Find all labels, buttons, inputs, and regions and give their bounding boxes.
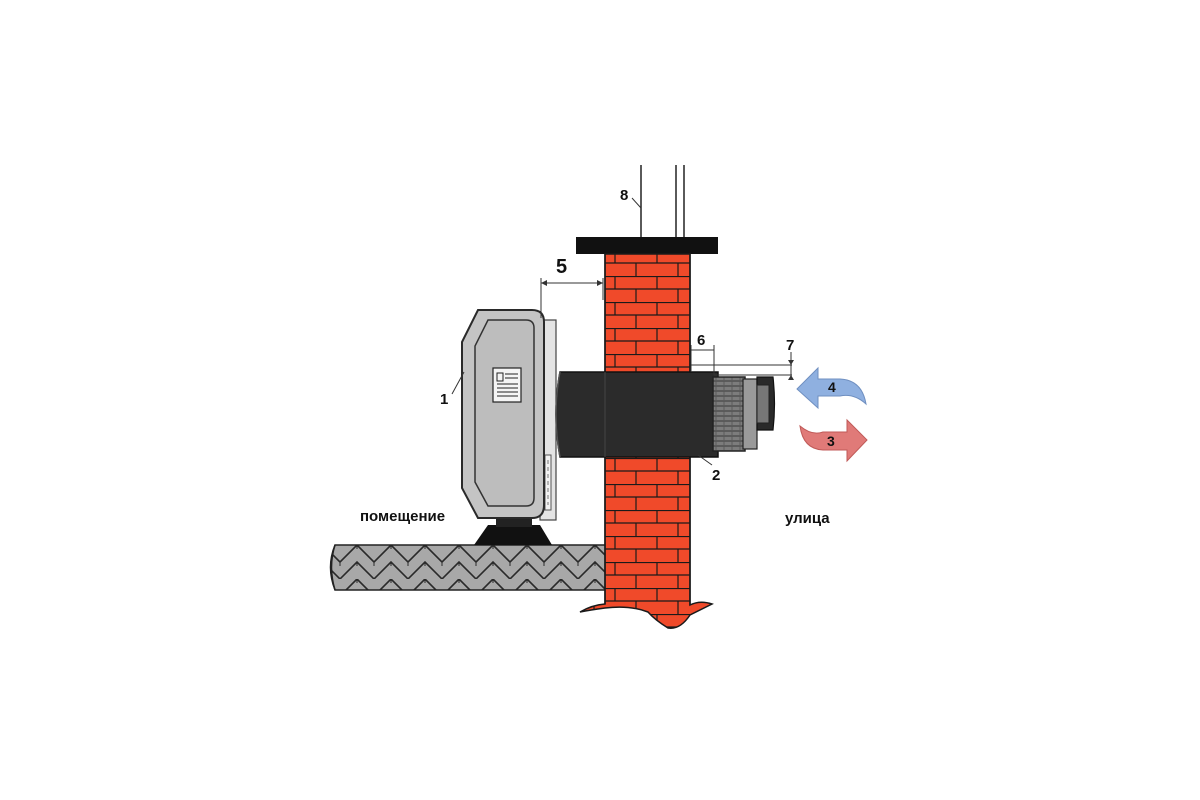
outer-grille [712, 376, 776, 452]
exhaust-air-arrow: 4 [796, 366, 867, 410]
floor [329, 544, 607, 591]
callout-8: 8 [620, 187, 628, 204]
dimension-5 [540, 278, 604, 318]
street-label: улица [785, 510, 830, 527]
callout-1: 1 [440, 391, 448, 408]
dimension-6 [690, 345, 715, 375]
supply-air-arrow: 3 [799, 418, 868, 463]
cable [640, 165, 685, 238]
callout-6: 6 [697, 332, 705, 349]
ventilation-device [461, 309, 545, 519]
wall-pipe [555, 371, 719, 458]
callout-4: 4 [828, 379, 836, 395]
callout-7: 7 [786, 337, 794, 354]
room-label: помещение [360, 508, 445, 525]
callout-5: 5 [556, 256, 567, 278]
device-support [474, 518, 552, 545]
dimension-7 [691, 352, 794, 380]
callout-2: 2 [712, 467, 720, 484]
callout-3: 3 [827, 433, 835, 449]
device-label-plate [492, 367, 522, 403]
leader-lines [451, 197, 713, 466]
wall-cap [576, 237, 718, 254]
